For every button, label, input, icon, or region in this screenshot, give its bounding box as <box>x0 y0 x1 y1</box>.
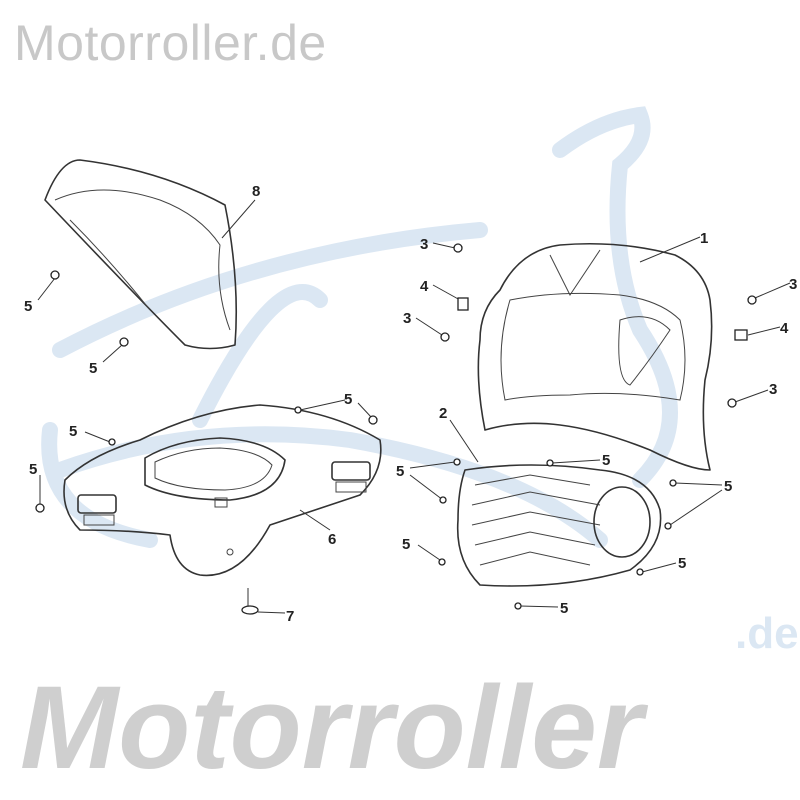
scooter-watermark-logo <box>41 106 678 548</box>
callout-7: 7 <box>286 608 294 625</box>
part-2-grille <box>456 464 662 587</box>
watermark-bottom-suffix: .de <box>735 609 799 658</box>
callout-5: 5 <box>344 391 352 408</box>
callout-3: 3 <box>420 236 428 253</box>
callout-3: 3 <box>769 381 777 398</box>
screws <box>35 243 757 610</box>
callout-4: 4 <box>420 278 429 295</box>
callout-5: 5 <box>724 478 732 495</box>
callout-5: 5 <box>402 536 410 553</box>
leader-lines <box>37 199 791 614</box>
callout-5: 5 <box>602 452 610 469</box>
watermark-top: Motorroller.de <box>14 15 327 71</box>
callout-1: 1 <box>700 230 708 247</box>
callout-5: 5 <box>678 555 686 572</box>
callout-5: 5 <box>89 360 97 377</box>
watermark-bottom: Motorroller <box>20 662 649 794</box>
callout-6: 6 <box>328 531 336 548</box>
callout-3: 3 <box>403 310 411 327</box>
callout-4: 4 <box>780 320 789 337</box>
callout-2: 2 <box>439 405 447 422</box>
callout-5: 5 <box>24 298 32 315</box>
part-1-front-shield <box>477 242 713 471</box>
part-7-screw <box>241 588 259 615</box>
callout-5: 5 <box>396 463 404 480</box>
callout-5: 5 <box>560 600 568 617</box>
part-6-handlebar-cover <box>63 404 382 577</box>
callout-8: 8 <box>252 183 260 200</box>
callout-5: 5 <box>29 461 37 478</box>
callout-labels: 8 5 5 3 4 3 1 3 4 3 5 5 5 6 7 2 5 5 5 5 … <box>24 183 797 625</box>
part-8-windscreen <box>44 159 238 350</box>
callout-3: 3 <box>789 276 797 293</box>
callout-5: 5 <box>69 423 77 440</box>
